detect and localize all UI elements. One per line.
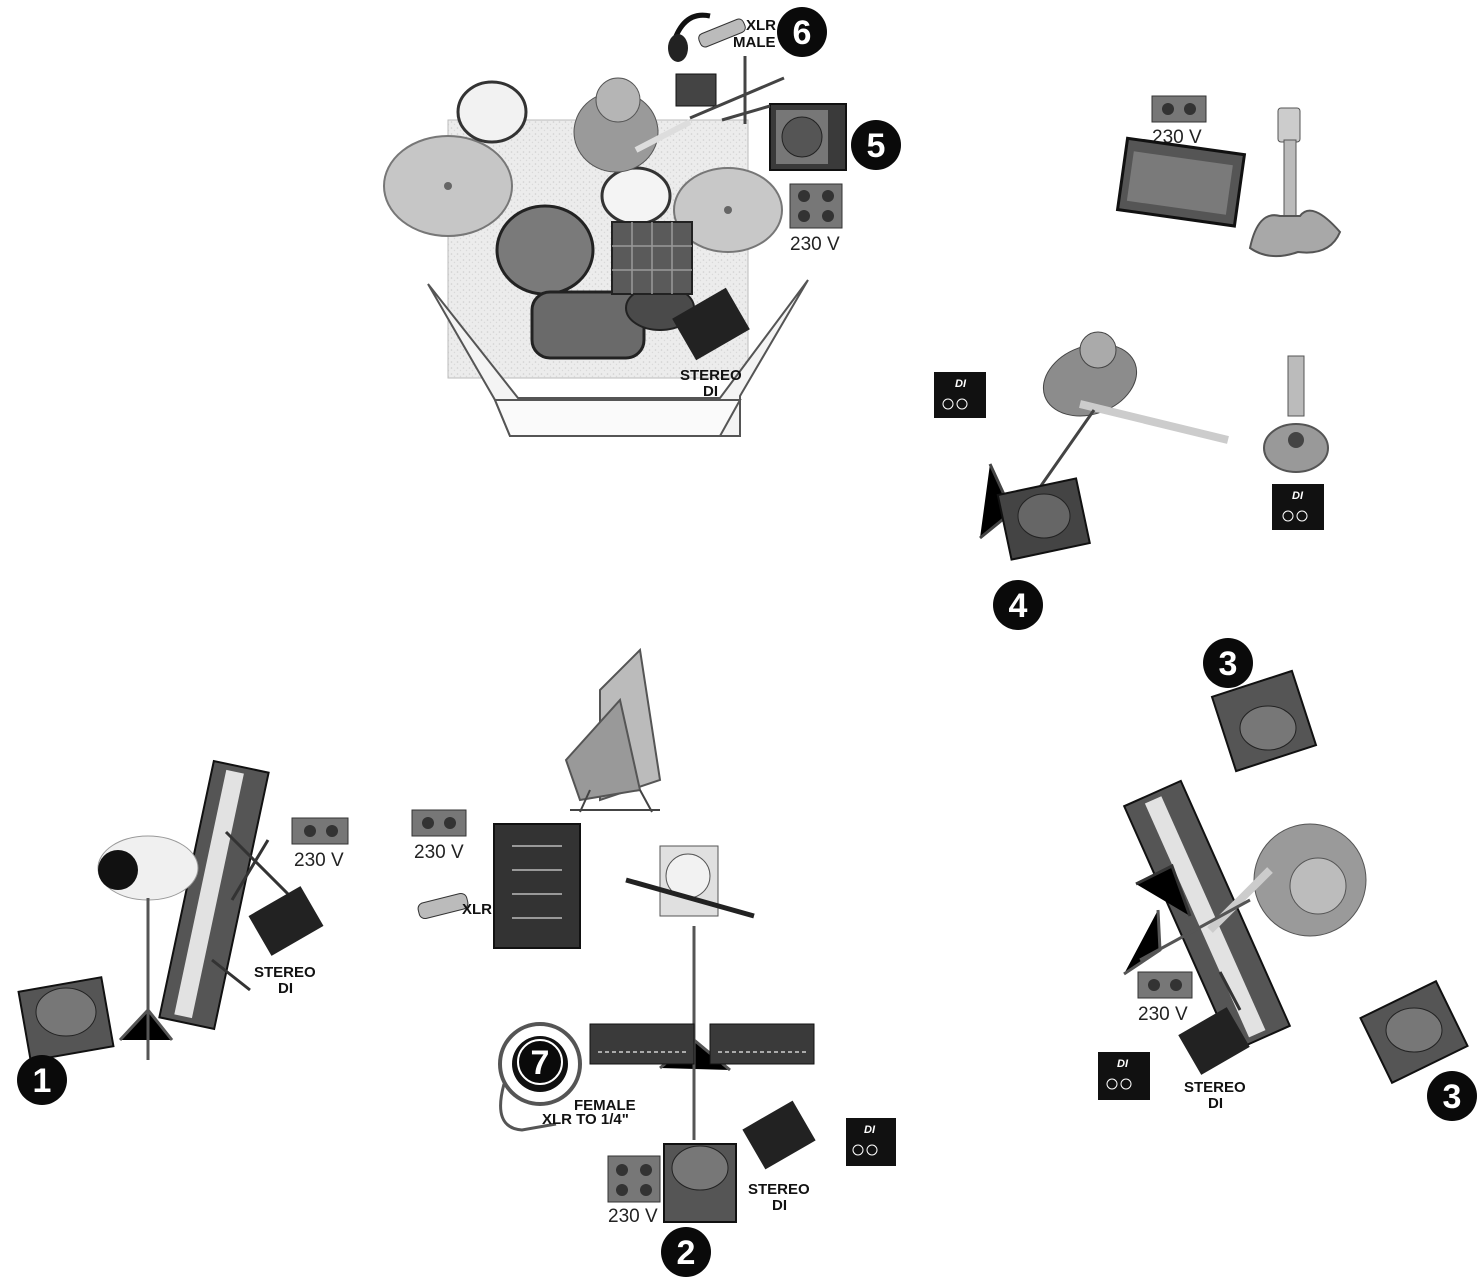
monitor-badge-7: 7 xyxy=(518,1040,562,1084)
power-label: 230 V xyxy=(790,234,840,255)
power-label: 230 V xyxy=(414,842,464,863)
monitor-number: 3 xyxy=(1219,645,1238,683)
keyboard-area-left: 230 V STEREO DI xyxy=(19,761,348,1061)
guitarist-icon xyxy=(1033,332,1228,440)
monitor-number: 7 xyxy=(531,1044,550,1082)
monitor-badge-2: 2 xyxy=(661,1227,711,1277)
mic-stand-icon xyxy=(120,898,172,1060)
headphone-amp-icon xyxy=(676,74,716,106)
snare-drum-icon xyxy=(602,168,670,224)
stereo-label: STEREO xyxy=(748,1181,810,1198)
monitor-number: 2 xyxy=(677,1234,696,1272)
riser-edge xyxy=(495,400,740,436)
floor-tom-icon xyxy=(497,206,593,294)
stereo-di-box-icon xyxy=(742,1101,815,1170)
monitor-badge-6: 6 xyxy=(777,7,827,57)
xlr-male-label-1: XLR xyxy=(746,17,776,34)
stereo-label: STEREO xyxy=(680,367,742,384)
drum-area: STEREO DI 230 V XLR MALE xyxy=(384,15,846,436)
di-label: DI xyxy=(703,383,718,400)
tom-drum-icon xyxy=(458,82,526,142)
monitor-badge-4: 4 xyxy=(993,580,1043,630)
monitor-number: 6 xyxy=(793,14,812,52)
guitar-stand-icon xyxy=(566,650,660,812)
power-label: 230 V xyxy=(1138,1004,1188,1025)
monitor-number: 5 xyxy=(867,127,886,165)
xlr-male-label-2: MALE xyxy=(733,34,776,51)
di-label: DI xyxy=(278,980,293,997)
monitor-badge-3b: 3 xyxy=(1427,1071,1477,1121)
monitor-number: 1 xyxy=(33,1062,52,1100)
keyboard-area-right: 230 V STEREO DI DI xyxy=(1098,671,1468,1112)
xlr-label: XLR xyxy=(462,901,492,918)
acoustic-area: DI DI xyxy=(934,332,1328,560)
drum-monitor-icon xyxy=(770,104,846,170)
monitor-number: 4 xyxy=(1009,587,1028,625)
di-label: DI xyxy=(1208,1095,1223,1112)
power-outlet-icon xyxy=(412,810,466,836)
power-outlet-quad-icon xyxy=(790,184,842,228)
di-box-label: DI xyxy=(864,1124,876,1136)
female-xlr-label-2: XLR TO 1/4" xyxy=(542,1111,629,1128)
di-box-label: DI xyxy=(1292,490,1304,502)
power-label: 230 V xyxy=(608,1206,658,1227)
monitor-badge-1: 1 xyxy=(17,1055,67,1105)
power-outlet-icon xyxy=(292,818,348,844)
power-outlet-icon xyxy=(1138,972,1192,998)
center-area: 230 V XLR FEMALE XLR TO 1/4" xyxy=(412,650,896,1227)
stereo-di-box-icon xyxy=(249,886,324,956)
monitor-number: 3 xyxy=(1443,1078,1462,1116)
monitor-badge-5: 5 xyxy=(851,120,901,170)
di-box-label: DI xyxy=(955,378,967,390)
power-outlet-icon xyxy=(1152,96,1206,122)
floor-monitor-icon xyxy=(1360,981,1467,1083)
power-label: 230 V xyxy=(294,850,344,871)
floor-monitor-icon xyxy=(998,478,1090,559)
acoustic-guitar-icon xyxy=(1264,356,1328,472)
floor-monitor-icon xyxy=(19,977,114,1061)
stereo-label: STEREO xyxy=(254,964,316,981)
monitor-badge-3a: 3 xyxy=(1203,638,1253,688)
di-box-label: DI xyxy=(1117,1058,1129,1070)
electric-guitar-icon xyxy=(1250,108,1340,256)
pedal-rack-icon xyxy=(494,824,580,948)
power-outlet-quad-icon xyxy=(608,1156,660,1202)
stereo-label: STEREO xyxy=(1184,1079,1246,1096)
guitar-area: 230 V xyxy=(1118,96,1340,256)
guitar-amp-icon xyxy=(1118,138,1245,226)
singer-icon xyxy=(626,846,754,916)
floor-monitor-icon xyxy=(664,1144,736,1222)
keyboardist-icon xyxy=(98,836,198,900)
di-label: DI xyxy=(772,1197,787,1214)
